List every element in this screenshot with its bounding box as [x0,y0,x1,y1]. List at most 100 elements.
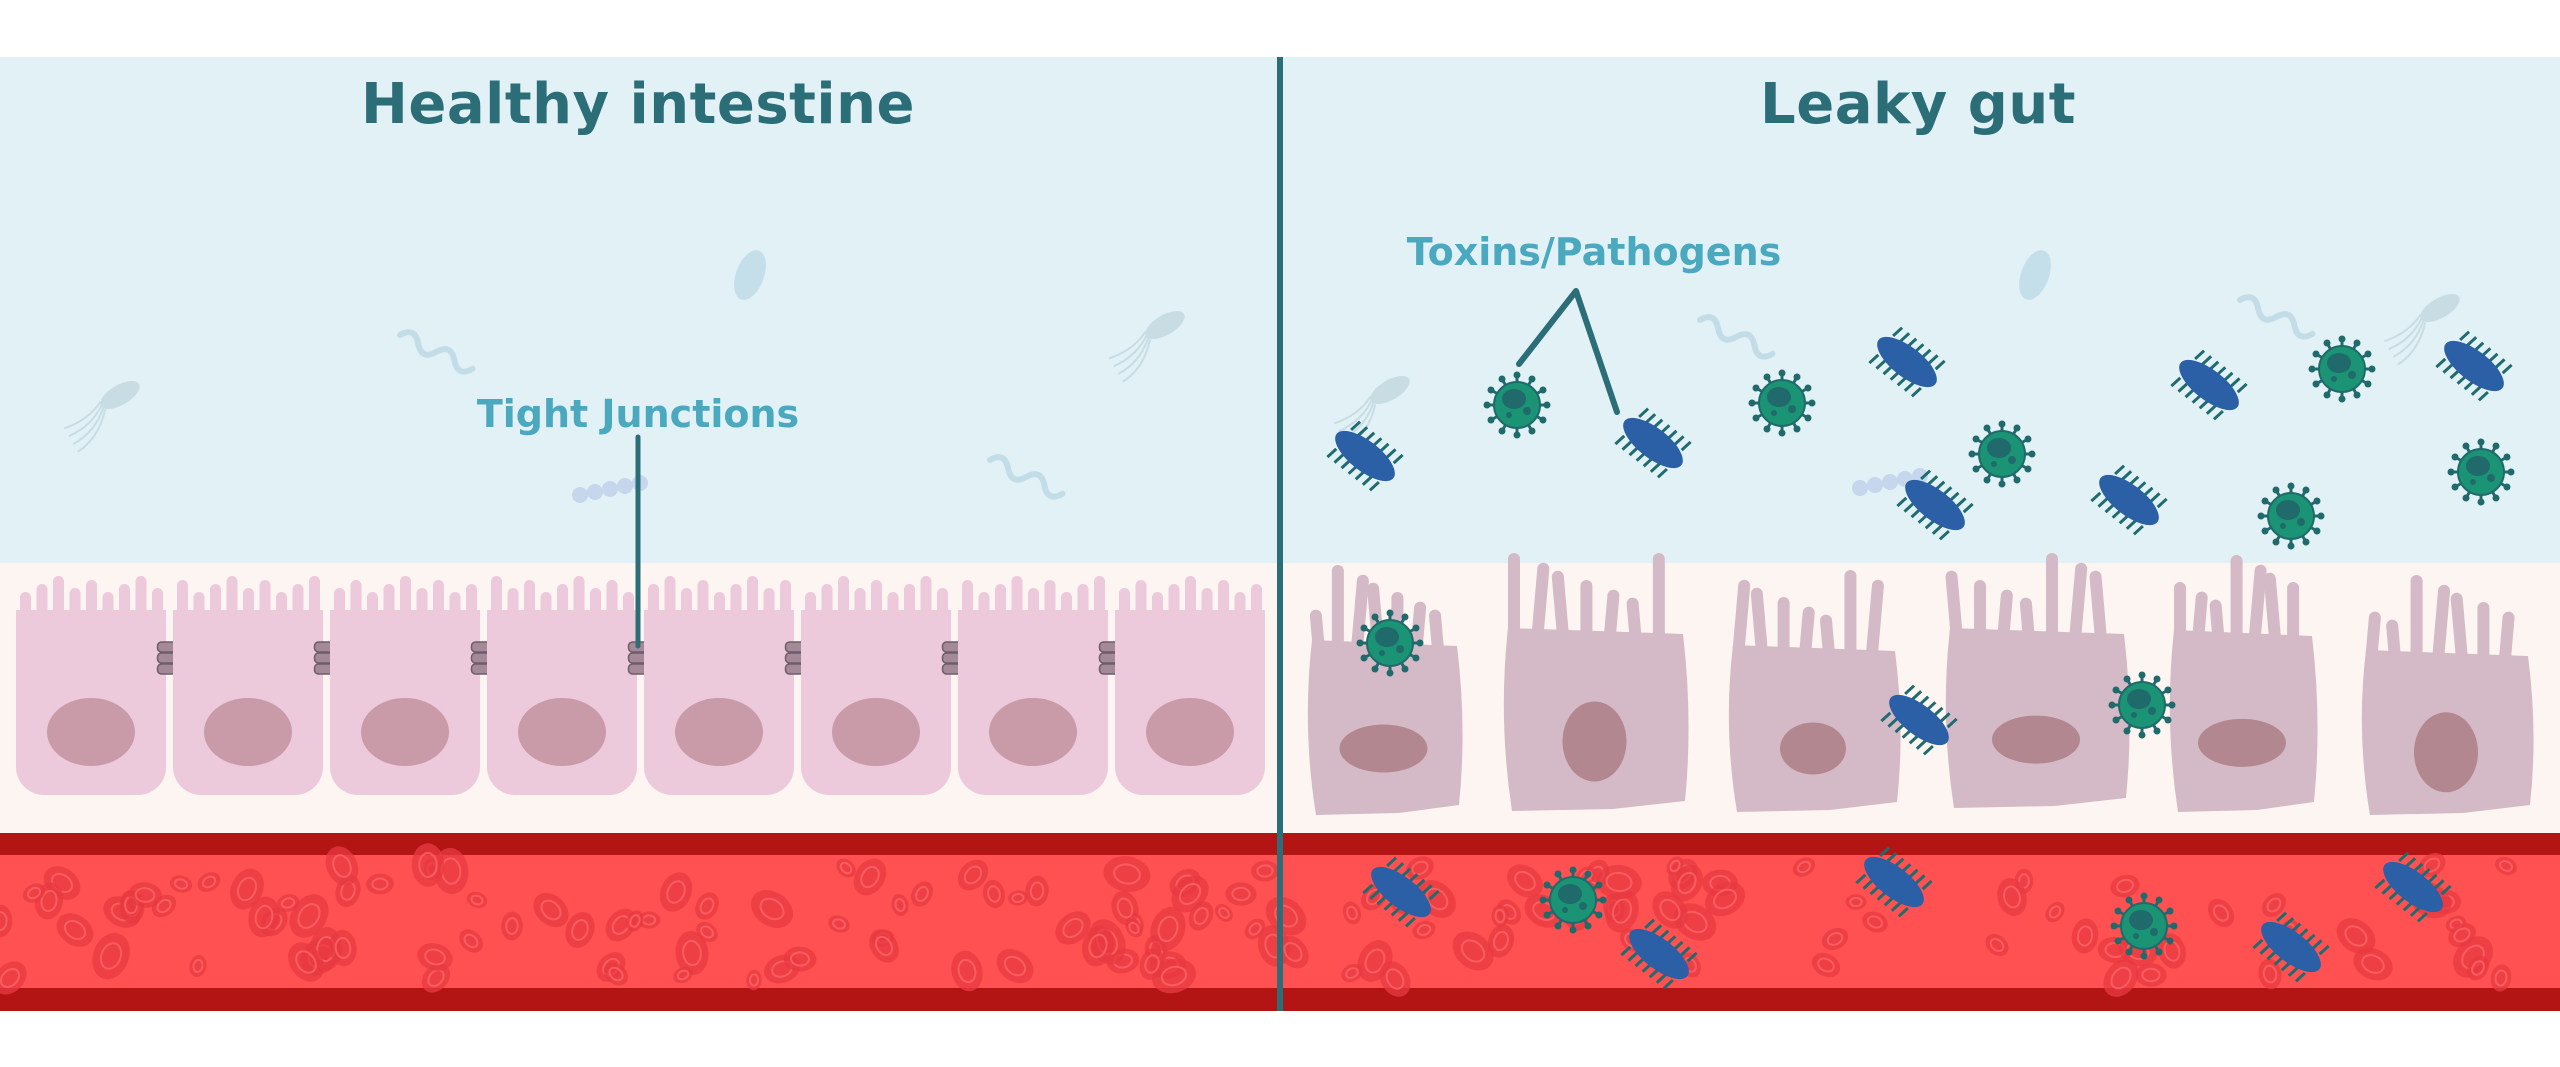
microvillus [334,588,345,638]
microvillus [1119,588,1130,638]
damaged-cell [1503,553,1689,811]
red-blood-cell [329,929,357,967]
microvillus [1866,579,1884,658]
red-blood-cell [1215,904,1233,922]
microvillus [2069,562,2088,641]
microvillus [276,592,287,638]
bacteria-icon [2170,349,2248,421]
healthy-cell [958,576,1108,795]
microvillus [1604,589,1620,641]
red-blood-cell [1596,864,1642,900]
red-blood-cell [0,904,13,938]
red-blood-cell [836,858,856,878]
microvillus [2450,592,2468,662]
microvillus [1580,580,1593,640]
red-blood-cell [2135,963,2167,987]
microvillus [292,584,304,638]
red-blood-cell [1103,856,1151,892]
red-blood-cell [1150,906,1186,952]
microvillus [1044,580,1056,638]
damaged-cell [1728,570,1901,812]
red-blood-cell [891,894,909,916]
red-blood-cell [2207,898,2235,928]
red-blood-cell [1055,911,1091,945]
red-blood-cell [230,868,264,910]
bacillus-icon [2019,250,2051,300]
microvillus [119,584,130,638]
microvillus [1331,565,1344,652]
microvillus [53,576,64,638]
microvillus [606,580,618,638]
red-blood-cell [911,881,933,907]
red-blood-cell [248,896,280,938]
microvillus [1844,570,1857,657]
pathogens-pointer [1516,288,1620,415]
red-blood-cell [1111,890,1139,926]
bacteria-icon [1362,856,1440,928]
microvillus [573,576,585,638]
microvillus [557,584,568,638]
spirillum-icon [2237,294,2316,340]
microvillus [2209,599,2225,642]
red-blood-cell [128,882,162,908]
red-blood-cell [289,894,329,938]
microvillus [193,592,205,638]
virus-icon [2110,892,2178,960]
microvillus [887,592,899,638]
red-blood-cell [1406,856,1434,880]
red-blood-cell [951,950,983,992]
microvillus [871,580,882,638]
red-blood-cell [1125,918,1143,938]
microvillus [102,592,114,638]
bacteria-icon [1868,326,1946,398]
microvillus [590,588,601,638]
red-blood-cell [982,879,1006,909]
microvillus [2089,570,2107,640]
microvillus [664,576,676,638]
damaged-cell [1945,553,2130,808]
virus-icon [1748,369,1816,437]
microvillus [1652,553,1665,640]
microvillus [681,588,692,638]
red-blood-cell [276,894,300,912]
flagellated-bacterium-icon [63,381,140,453]
red-blood-cell [366,873,394,895]
microvillus [540,592,552,638]
microvillus [400,576,411,638]
red-blood-cell [2071,918,2099,954]
bacteria-icon [2090,464,2168,536]
microvillus [838,576,849,638]
bacteria-icon [1880,684,1958,756]
nucleus [832,698,920,766]
microvillus [2263,572,2281,642]
nucleus [361,698,449,766]
red-blood-cell [2490,964,2512,992]
microvillus [1429,609,1444,652]
microvillus [135,576,147,638]
red-blood-cell [1821,927,1849,951]
microvillus [449,592,461,638]
red-blood-cell [1487,924,1515,958]
virus-icon [2447,438,2515,506]
nucleus [2198,718,2286,767]
spirillum-icon [987,454,1066,500]
microvillus [1309,609,1325,652]
nucleus [47,698,135,766]
microvillus [1508,553,1520,640]
bacteria-icon [2374,851,2452,923]
microvillus [1218,580,1229,638]
panel-divider [1277,57,1283,1011]
red-blood-cell [1379,961,1411,997]
red-blood-cell [1412,920,1436,940]
microvillus [1152,592,1163,638]
microvillus [1799,606,1815,658]
microvillus [1028,588,1039,638]
microvillus [623,592,634,638]
microvillus [152,588,163,638]
microvillus [904,584,915,638]
healthy-cell [487,576,637,795]
red-blood-cell [1008,890,1028,906]
microvillus [350,580,362,638]
leaky-epithelium [1307,553,2534,815]
red-blood-cell [1342,901,1362,925]
